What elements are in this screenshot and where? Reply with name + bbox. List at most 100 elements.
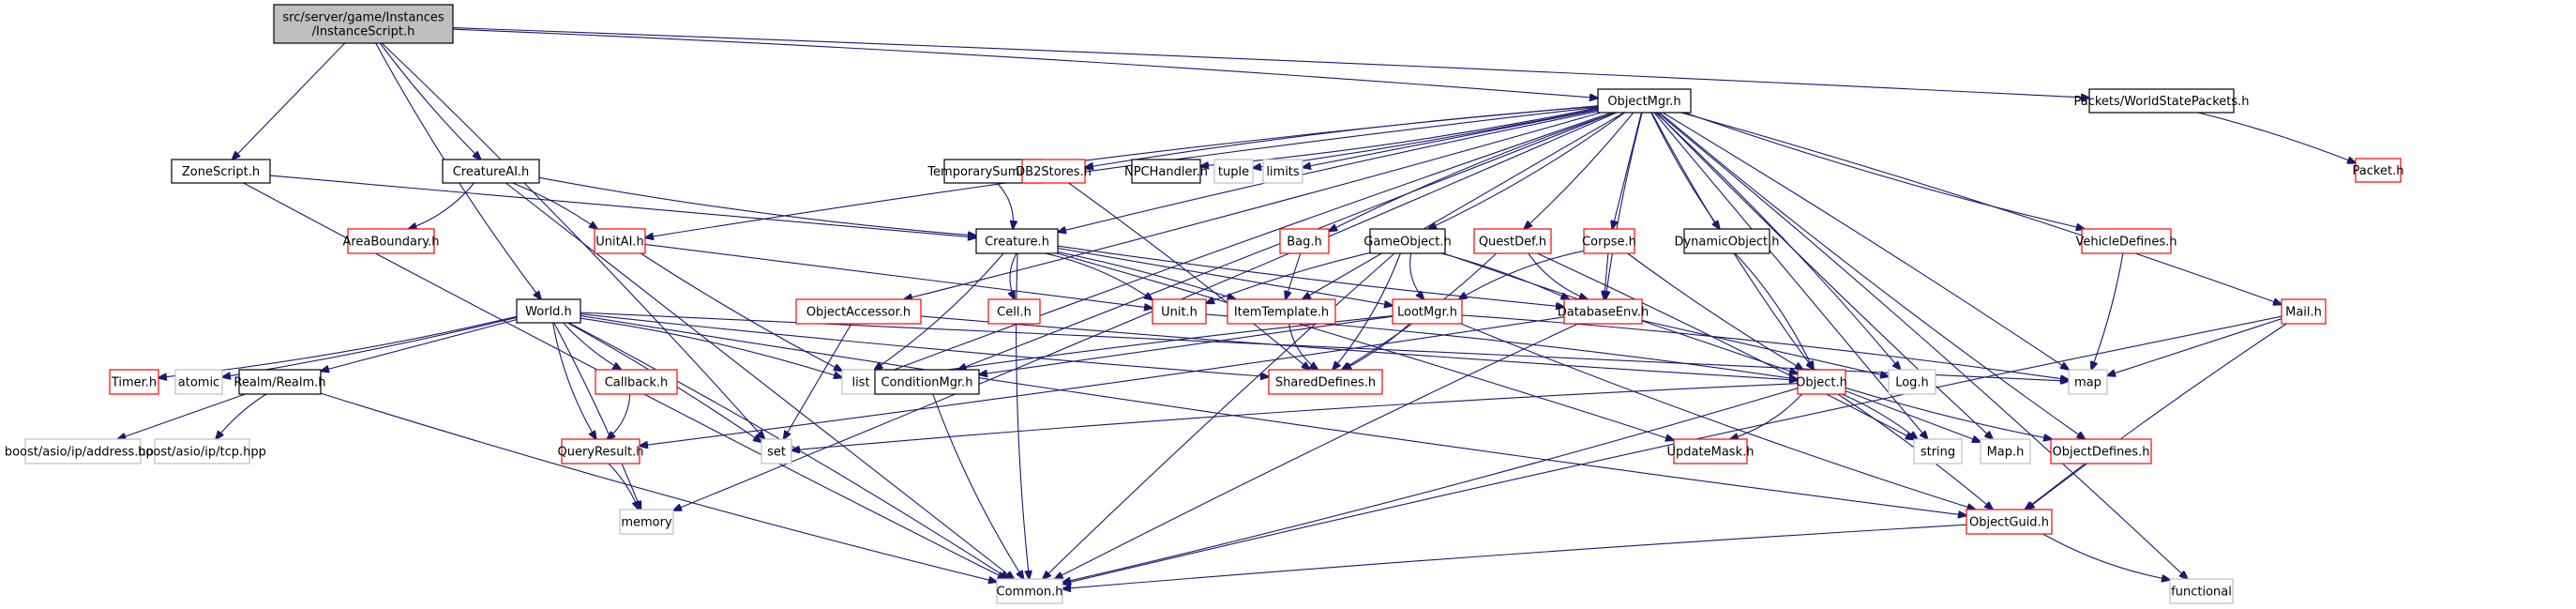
edge-creature-ai-to-area-boundary	[409, 182, 475, 229]
node-label: boost/asio/ip/tcp.hpp	[138, 446, 266, 460]
node-packet[interactable]: Packet.h	[2353, 158, 2404, 183]
node-zone-script[interactable]: ZoneScript.h	[171, 159, 271, 184]
node-root[interactable]: src/server/game/Instances/InstanceScript…	[273, 4, 454, 44]
edge-mail-to-object-guid	[2026, 323, 2287, 510]
node-label: tuple	[1218, 165, 1249, 179]
node-dynamic-object[interactable]: DynamicObject.h	[1674, 228, 1780, 254]
node-npchandler[interactable]: NPCHandler.h	[1124, 159, 1208, 184]
node-creature[interactable]: Creature.h	[975, 228, 1059, 254]
node-area-boundary[interactable]: AreaBoundary.h	[342, 228, 440, 254]
nodes-layer: src/server/game/Instances/InstanceScript…	[5, 4, 2404, 604]
edge-vehicle-defines-to-map	[2091, 252, 2124, 370]
node-item-template[interactable]: ItemTemplate.h	[1227, 298, 1336, 325]
edge-object-mgr-to-game-object	[1428, 112, 1625, 229]
node-box	[987, 298, 1041, 325]
edge-quest-def-to-database-env	[1528, 252, 1588, 299]
node-box	[1797, 369, 1846, 395]
node-cell[interactable]: Cell.h	[987, 298, 1041, 325]
node-packets[interactable]: Packets/WorldStatePackets.h	[2073, 88, 2250, 114]
node-box	[347, 228, 435, 254]
node-label: ConditionMgr.h	[881, 376, 972, 390]
node-object-accessor[interactable]: ObjectAccessor.h	[795, 298, 922, 325]
node-db2stores[interactable]: DB2Stores.h	[1016, 159, 1092, 184]
node-label: UpdateMask.h	[1667, 446, 1755, 460]
node-label: AreaBoundary.h	[342, 236, 439, 250]
node-callback[interactable]: Callback.h	[595, 369, 678, 395]
node-update-mask[interactable]: UpdateMask.h	[1667, 438, 1755, 464]
node-box	[761, 438, 792, 464]
edge-creature-to-unit	[1045, 252, 1153, 300]
edge-object-mgr-to-corpse	[1612, 112, 1642, 229]
edge-game-object-to-unit	[1206, 251, 1371, 303]
node-list: list	[841, 369, 881, 395]
node-timer[interactable]: Timer.h	[109, 369, 159, 395]
edge-object-mgr-to-creature	[1058, 111, 1599, 233]
node-box	[1888, 369, 1936, 395]
node-world[interactable]: World.h	[516, 298, 581, 324]
node-box	[561, 438, 640, 464]
node-loot-mgr[interactable]: LootMgr.h	[1392, 298, 1463, 325]
edge-object-mgr-to-map-h	[1656, 112, 1993, 439]
node-game-object[interactable]: GameObject.h	[1363, 228, 1452, 254]
node-label: DynamicObject.h	[1674, 236, 1779, 250]
node-log: Log.h	[1888, 369, 1936, 395]
node-unit[interactable]: Unit.h	[1152, 298, 1207, 325]
node-label: /InstanceScript.h	[312, 25, 415, 39]
node-creature-ai[interactable]: CreatureAI.h	[442, 159, 540, 184]
node-box	[874, 369, 980, 395]
node-box	[2281, 298, 2327, 325]
edge-callback-to-query-result	[607, 393, 631, 439]
node-box	[1131, 159, 1201, 184]
edge-object-to-string	[1842, 393, 1917, 439]
node-label: Mail.h	[2285, 306, 2322, 320]
node-label: ObjectDefines.h	[2053, 446, 2150, 460]
node-label: Cell.h	[997, 306, 1032, 320]
node-condition-mgr[interactable]: ConditionMgr.h	[874, 369, 980, 395]
node-label: src/server/game/Instances	[282, 11, 444, 25]
node-shared-defines[interactable]: SharedDefines.h	[1268, 369, 1383, 395]
node-label: Creature.h	[985, 236, 1049, 250]
node-label: Corpse.h	[1582, 236, 1636, 250]
node-label: boost/asio/ip/address.hpp	[5, 446, 161, 460]
node-object-mgr[interactable]: ObjectMgr.h	[1597, 88, 1692, 114]
node-database-env[interactable]: DatabaseEnv.h	[1558, 298, 1650, 325]
node-bag[interactable]: Bag.h	[1279, 228, 1330, 254]
edge-mail-to-map	[2107, 318, 2282, 376]
edge-creature-to-list	[874, 252, 1004, 370]
edge-object-accessor-to-set	[784, 323, 852, 439]
node-mail[interactable]: Mail.h	[2281, 298, 2327, 325]
node-label: Packet.h	[2353, 164, 2404, 178]
edge-world-to-callback	[563, 322, 622, 370]
node-corpse[interactable]: Corpse.h	[1582, 228, 1636, 254]
edge-root-to-packets	[452, 27, 2089, 99]
node-box	[2068, 369, 2108, 395]
edge-root-to-set	[381, 42, 764, 439]
edge-condition-mgr-to-common	[932, 393, 1024, 579]
node-label: Realm/Realm.h	[233, 376, 325, 390]
edge-object-mgr-to-quest-def	[1524, 112, 1634, 229]
edge-object-to-update-mask	[1730, 393, 1803, 439]
node-box	[1473, 228, 1552, 254]
node-box	[1597, 88, 1692, 114]
edge-loot-mgr-to-object-guid	[1460, 323, 1976, 510]
node-realm[interactable]: Realm/Realm.h	[233, 369, 326, 395]
node-quest-def[interactable]: QuestDef.h	[1473, 228, 1552, 254]
node-query-result[interactable]: QueryResult.h	[557, 438, 644, 464]
edge-object-to-common	[1062, 388, 1799, 583]
node-object-guid[interactable]: ObjectGuid.h	[1966, 509, 2053, 535]
edge-game-object-to-loot-mgr	[1409, 252, 1424, 299]
node-vehicle-defines[interactable]: VehicleDefines.h	[2075, 228, 2177, 254]
edge-world-to-list	[580, 317, 842, 377]
node-label: Bag.h	[1287, 236, 1322, 250]
edge-object-mgr-to-memory	[673, 112, 1618, 510]
node-box	[1913, 438, 1963, 464]
node-unit-ai[interactable]: UnitAI.h	[594, 228, 646, 254]
edge-object-to-map-h	[1845, 390, 1981, 442]
node-object[interactable]: Object.h	[1796, 369, 1847, 395]
node-box	[795, 298, 922, 325]
edge-object-mgr-to-vehicle-defines	[1684, 112, 2085, 229]
node-object-defines[interactable]: ObjectDefines.h	[2050, 438, 2152, 464]
edge-object-mgr-to-map	[1662, 112, 2069, 370]
node-box	[594, 228, 646, 254]
node-label: QueryResult.h	[557, 446, 643, 460]
